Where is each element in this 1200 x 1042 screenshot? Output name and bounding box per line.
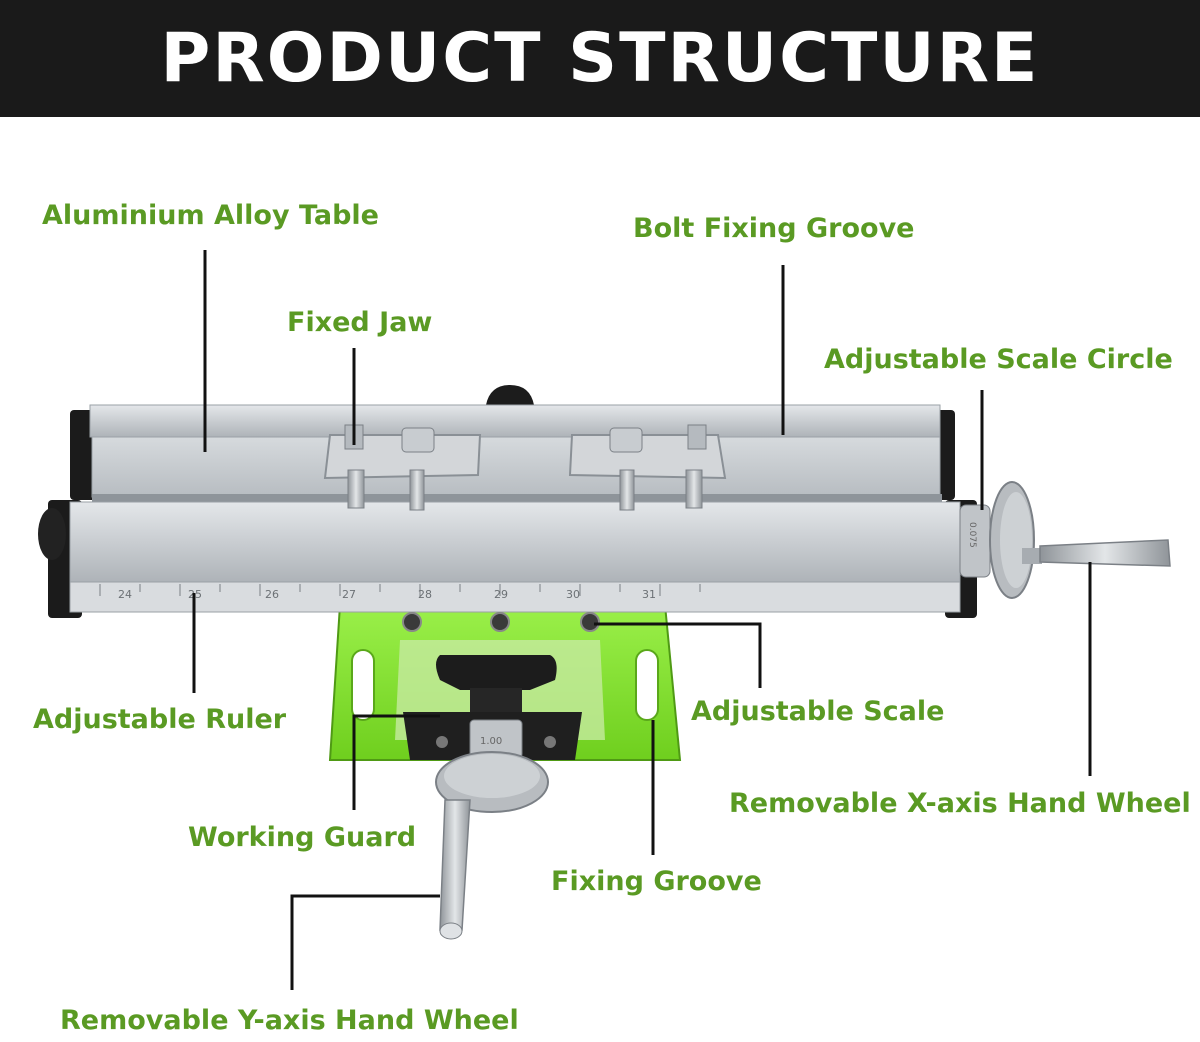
fixing-groove-right — [635, 649, 659, 721]
base-screw-2 — [490, 612, 510, 632]
label-fixing-groove: Fixing Groove — [551, 866, 762, 897]
ruler-ticks — [99, 584, 701, 596]
label-removable-x-axis-hand-wheel: Removable X-axis Hand Wheel — [729, 788, 1191, 819]
label-working-guard: Working Guard — [188, 822, 417, 853]
jaw-bolts — [344, 424, 707, 511]
ruler-mark-30: 30 — [566, 588, 580, 601]
table-rail-front — [69, 501, 961, 583]
ruler-mark-24: 24 — [118, 588, 132, 601]
left-knob — [38, 508, 66, 560]
label-adjustable-ruler: Adjustable Ruler — [33, 704, 287, 735]
base-screw-1 — [402, 612, 422, 632]
label-fixed-jaw: Fixed Jaw — [287, 307, 433, 338]
y-lock-knob — [436, 655, 557, 690]
table-rail-top — [89, 404, 941, 438]
ruler-mark-27: 27 — [342, 588, 356, 601]
label-adjustable-scale: Adjustable Scale — [691, 696, 945, 727]
base-screw-3 — [580, 612, 600, 632]
label-bolt-fixing-groove: Bolt Fixing Groove — [633, 213, 915, 244]
ruler-mark-25: 25 — [188, 588, 202, 601]
label-aluminium-alloy-table: Aluminium Alloy Table — [42, 200, 379, 231]
table-rail-middle — [91, 436, 941, 498]
fixed-jaw-right — [568, 434, 727, 480]
ruler-mark-26: 26 — [265, 588, 279, 601]
y-dial-text: 1.00 — [480, 736, 502, 747]
x-crank-handle — [1039, 539, 1171, 567]
y-crank-handle — [439, 799, 471, 931]
ruler-mark-29: 29 — [494, 588, 508, 601]
table-groove — [92, 494, 942, 502]
ruler-strip — [69, 581, 961, 613]
x-dial-text: 0.075 — [967, 522, 977, 548]
header-banner: PRODUCT STRUCTURE — [0, 0, 1200, 117]
ruler-mark-31: 31 — [642, 588, 656, 601]
fixing-groove-left — [351, 649, 375, 721]
label-removable-y-axis-hand-wheel: Removable Y-axis Hand Wheel — [60, 1005, 519, 1036]
top-knob — [486, 385, 534, 405]
x-crank-arm — [1022, 548, 1042, 564]
ruler-numbers: 24 25 26 27 28 29 30 31 — [118, 588, 656, 601]
page-title: PRODUCT STRUCTURE — [160, 19, 1040, 98]
y-lock-stem — [470, 688, 522, 713]
ruler-mark-28: 28 — [418, 588, 432, 601]
label-adjustable-scale-circle: Adjustable Scale Circle — [824, 344, 1173, 375]
